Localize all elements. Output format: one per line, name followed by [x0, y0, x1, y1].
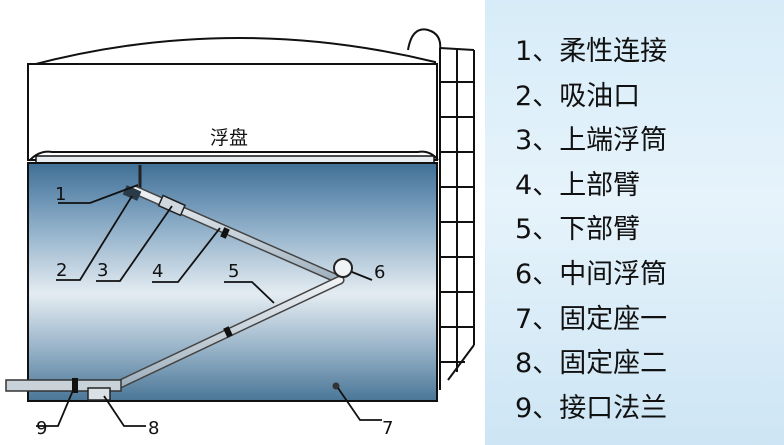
legend-separator: 、 — [532, 125, 560, 157]
legend-separator: 、 — [532, 80, 560, 112]
middle-float — [333, 258, 353, 278]
legend-number: 3 — [515, 125, 533, 157]
legend-separator: 、 — [532, 258, 560, 290]
legend-panel: 1、柔性连接 2、吸油口 3、上端浮筒 4、上部臂 5、下部臂 6、中间浮筒 7… — [485, 0, 784, 445]
callout-9: 9 — [36, 418, 47, 439]
legend-item-6: 6、中间浮筒 — [515, 253, 667, 298]
legend-item-8: 8、固定座二 — [515, 342, 667, 387]
legend-number: 1 — [515, 36, 533, 67]
callout-3: 3 — [97, 260, 108, 281]
legend-text: 柔性连接 — [559, 36, 668, 67]
legend-item-2: 2、吸油口 — [515, 75, 667, 120]
legend-separator: 、 — [532, 348, 560, 380]
tank-upper-wall — [27, 63, 438, 161]
legend-separator: 、 — [532, 214, 560, 246]
roof-label: 浮盘 — [210, 127, 248, 149]
legend-separator: 、 — [532, 303, 560, 335]
legend-number: 6 — [515, 258, 533, 290]
legend-number: 8 — [515, 348, 533, 380]
callout-5: 5 — [228, 261, 239, 282]
legend-text: 上端浮筒 — [559, 125, 668, 157]
legend-number: 4 — [515, 169, 533, 201]
leader-lines — [36, 184, 382, 427]
interface-flange — [72, 378, 78, 393]
callout-2: 2 — [56, 260, 67, 281]
callout-1: 1 — [55, 184, 66, 205]
legend-separator: 、 — [532, 36, 560, 67]
legend-text: 中间浮筒 — [559, 258, 668, 290]
legend-text: 下部臂 — [559, 214, 641, 246]
legend-item-5: 5、下部臂 — [515, 208, 667, 253]
legend-number: 5 — [515, 214, 533, 246]
legend-item-7: 7、固定座一 — [515, 298, 667, 343]
callout-4: 4 — [152, 261, 163, 282]
legend-separator: 、 — [532, 392, 560, 424]
legend-number: 9 — [515, 392, 533, 424]
legend-number: 7 — [515, 303, 533, 335]
legend-text: 固定座一 — [559, 303, 668, 335]
legend-text: 接口法兰 — [559, 392, 668, 424]
legend-text: 上部臂 — [559, 169, 641, 201]
outlet-pipe — [5, 379, 122, 392]
tank-dome — [27, 36, 436, 67]
side-ladder — [407, 28, 475, 390]
callout-8: 8 — [148, 418, 159, 439]
fixed-seat-two — [87, 387, 111, 401]
callout-6: 6 — [374, 262, 385, 283]
fixed-seat-one — [332, 382, 340, 390]
floating-suction-device — [5, 165, 353, 401]
legend-separator: 、 — [532, 169, 560, 201]
legend-item-4: 4、上部臂 — [515, 164, 667, 209]
legend-list: 1、柔性连接 2、吸油口 3、上端浮筒 4、上部臂 5、下部臂 6、中间浮筒 7… — [515, 30, 667, 431]
floating-roof — [29, 150, 439, 161]
legend-item-1: 1、柔性连接 — [515, 30, 667, 75]
legend-text: 吸油口 — [559, 80, 641, 112]
legend-item-3: 3、上端浮筒 — [515, 119, 667, 164]
legend-item-9: 9、接口法兰 — [515, 387, 667, 432]
legend-number: 2 — [515, 80, 533, 112]
legend-text: 固定座二 — [559, 348, 668, 380]
callout-7: 7 — [382, 418, 393, 439]
